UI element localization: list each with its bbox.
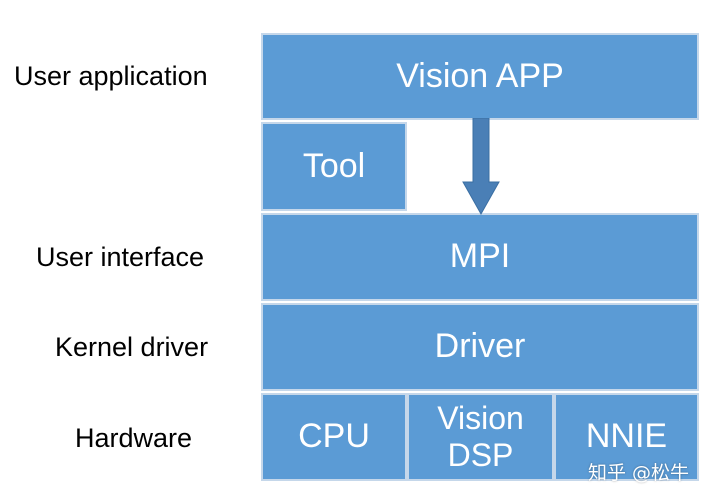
block-tool-label: Tool (302, 146, 366, 185)
block-cpu: CPU (261, 393, 407, 481)
watermark: 知乎 @松牛 (588, 462, 690, 484)
block-vision-app: Vision APP (261, 33, 699, 120)
block-mpi-label: MPI (449, 237, 511, 276)
block-mpi: MPI (261, 213, 699, 301)
down-arrow-shape (462, 118, 500, 216)
down-arrow-icon (462, 118, 500, 216)
label-kernel-driver: Kernel driver (55, 332, 209, 362)
label-user-interface: User interface (36, 242, 205, 272)
block-nnie-label: NNIE (585, 417, 668, 456)
block-driver-label: Driver (434, 327, 526, 366)
block-vision-dsp-line1: Vision (437, 400, 524, 437)
block-driver: Driver (261, 303, 699, 391)
block-vision-app-label: Vision APP (396, 56, 564, 95)
block-cpu-label: CPU (298, 417, 370, 456)
block-nnie: NNIE (554, 393, 699, 481)
label-user-application: User application (14, 61, 208, 91)
label-hardware: Hardware (75, 423, 193, 453)
block-vision-dsp: Vision DSP (407, 393, 554, 481)
block-vision-dsp-line2: DSP (447, 437, 514, 473)
block-tool: Tool (261, 122, 407, 211)
